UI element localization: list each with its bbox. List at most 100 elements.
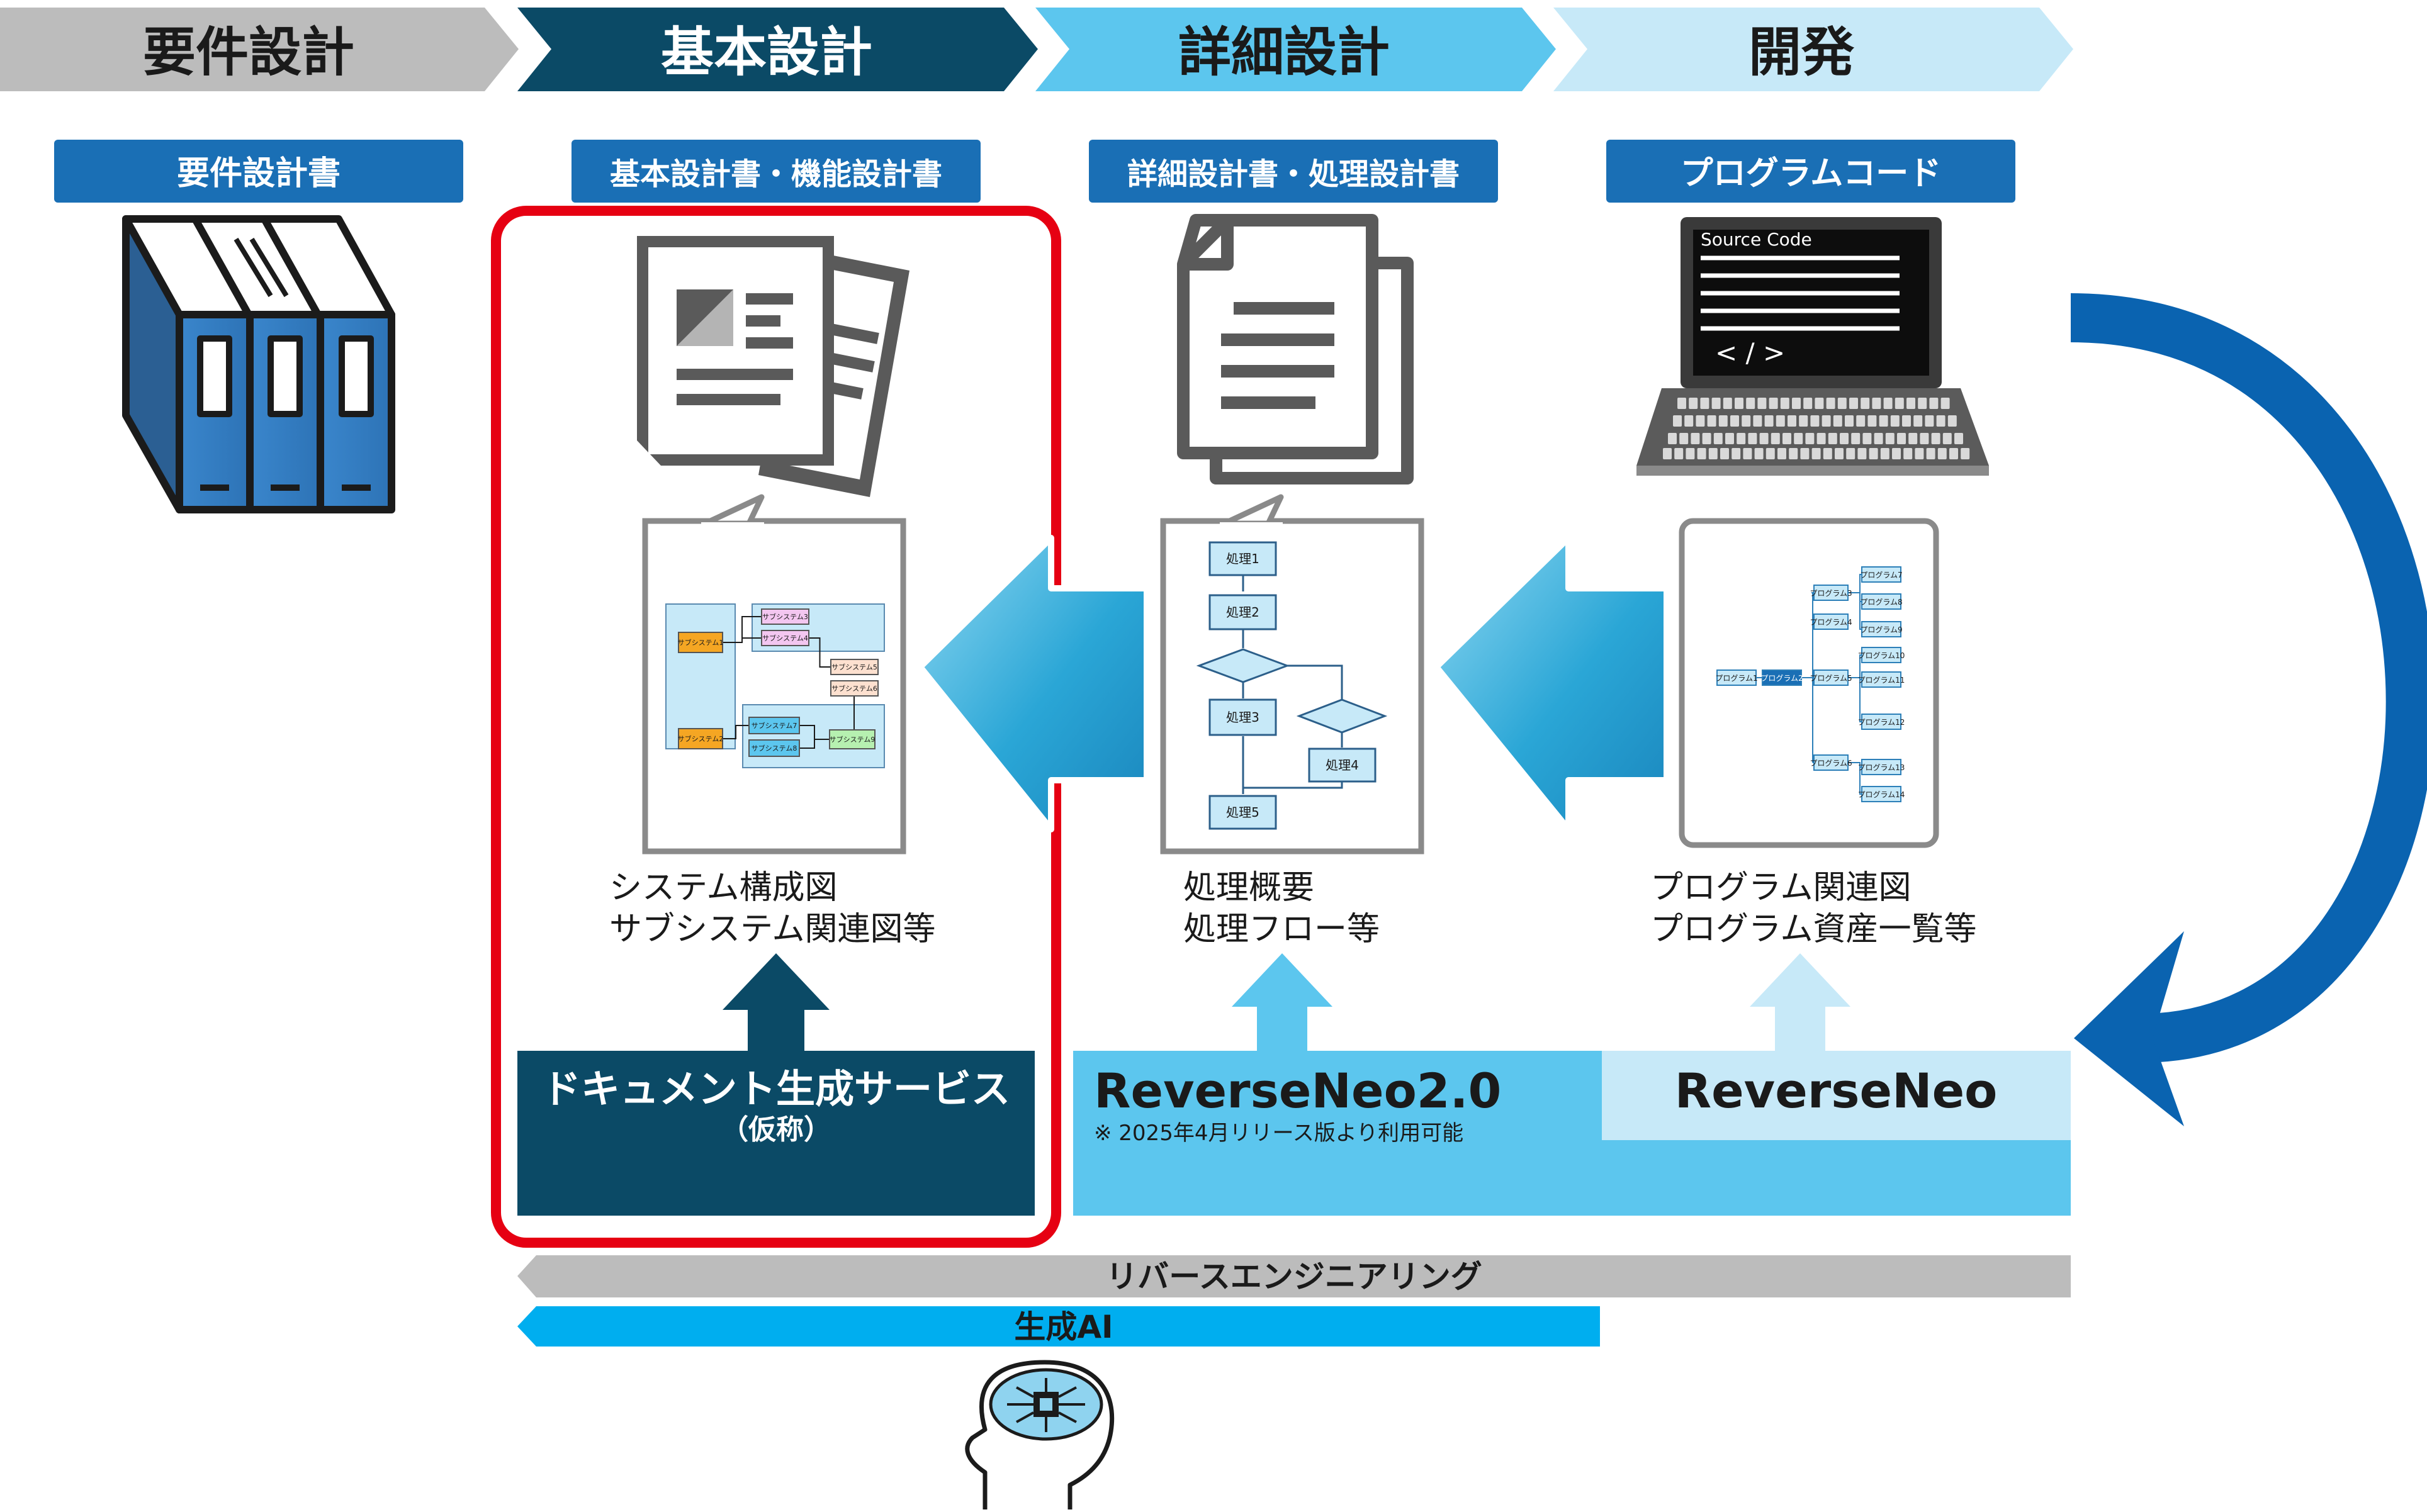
subsystem-node [678, 632, 723, 653]
tree-edge [1848, 762, 1862, 768]
key [1684, 415, 1694, 427]
key [1849, 398, 1858, 409]
program-node [1861, 566, 1901, 583]
connector [809, 637, 831, 668]
key [1920, 433, 1929, 444]
subsystem-node [761, 630, 809, 646]
key [1674, 448, 1684, 459]
source-code-title: Source Code [1701, 229, 1812, 250]
key [1902, 415, 1911, 427]
program-node-label: プログラム2 [1760, 674, 1803, 683]
reverse-engineering-label: リバースエンジニアリング [1106, 1258, 1482, 1295]
key [1782, 433, 1791, 444]
key [1861, 398, 1870, 409]
program-node-label: プログラム3 [1810, 589, 1852, 598]
key [1663, 448, 1672, 459]
key [1856, 415, 1866, 427]
program-node-label: プログラム8 [1860, 598, 1902, 607]
program-node-label: プログラム10 [1858, 651, 1905, 660]
key [1743, 448, 1752, 459]
flow-step-label: 処理5 [1226, 805, 1259, 820]
flow-step [1308, 748, 1377, 783]
caption-dev-line2: プログラム資産一覧等 [1650, 910, 1976, 948]
caption-basic-line2: サブシステム関連図等 [609, 910, 935, 948]
key [1725, 433, 1734, 444]
key [1872, 398, 1881, 409]
doc-label-box [572, 140, 981, 203]
phase-detail-design [1035, 8, 1556, 91]
key [1925, 415, 1934, 427]
phase-basic-design [517, 8, 1038, 91]
flow-edge [1287, 664, 1343, 700]
connector [799, 739, 830, 749]
up-arrow [723, 953, 830, 1051]
subsystem-node [830, 659, 879, 675]
subsystem-node [830, 680, 879, 697]
laptop-icon: Source Code < / > [1636, 217, 1989, 476]
reverseneo-title: ReverseNeo [1675, 1063, 1998, 1119]
caption-basic-line1: システム構成図 [609, 869, 837, 907]
flow-decision [1196, 648, 1290, 683]
key [1867, 415, 1877, 427]
key [1673, 415, 1682, 427]
program-node-label: プログラム5 [1810, 674, 1852, 683]
program-node-label: プログラム13 [1858, 763, 1905, 772]
key [1732, 448, 1741, 459]
subsystem-node-label: サブシステム7 [752, 721, 797, 730]
key [1961, 448, 1970, 459]
key [1851, 433, 1861, 444]
phase-development [1553, 8, 2073, 91]
key [1765, 448, 1775, 459]
key [1677, 398, 1686, 409]
phase-label: 基本設計 [661, 21, 872, 83]
conversion-arrow [917, 535, 1150, 832]
doc-label-box [1606, 140, 2015, 203]
subsystem-node-label: サブシステム2 [678, 734, 724, 743]
subsystem-node-label: サブシステム3 [762, 612, 808, 621]
key [1803, 398, 1813, 409]
key [1811, 448, 1821, 459]
subsystem-node [748, 717, 800, 734]
key [1792, 398, 1801, 409]
subsystem-node [829, 729, 876, 749]
key [1737, 433, 1746, 444]
program-node [1861, 671, 1901, 688]
subsystem-node [678, 728, 723, 749]
key [1764, 415, 1774, 427]
key [1913, 415, 1923, 427]
key [1947, 415, 1957, 427]
flow-step [1208, 698, 1277, 736]
key [1799, 415, 1808, 427]
key [1753, 415, 1762, 427]
doc-label: 詳細設計書・処理設計書 [1127, 157, 1460, 192]
program-node-label: プログラム9 [1860, 625, 1902, 634]
ai-brain-head-icon [965, 1360, 1115, 1509]
generative-ai-label: 生成AI [1014, 1309, 1113, 1345]
program-node [1813, 754, 1849, 771]
flow-decision [1296, 698, 1388, 734]
key [1823, 448, 1832, 459]
key [1711, 398, 1721, 409]
key [1723, 398, 1732, 409]
doc-label: 基本設計書・機能設計書 [610, 157, 942, 192]
key [1862, 433, 1872, 444]
key [1748, 433, 1757, 444]
up-arrow [1750, 953, 1850, 1051]
key [1718, 415, 1728, 427]
key [1908, 433, 1918, 444]
flow-step [1208, 795, 1277, 830]
program-node-label: プログラム6 [1810, 759, 1852, 768]
key [1757, 398, 1767, 409]
subsystem-node-label: サブシステム5 [831, 663, 877, 671]
key [1929, 398, 1939, 409]
doc-label-box [54, 140, 463, 203]
doc-label: 要件設計書 [177, 155, 341, 193]
flow-step [1208, 541, 1277, 576]
conversion-arrow [1433, 535, 1670, 832]
key [1835, 448, 1844, 459]
phase-label: 要件設計 [143, 21, 354, 83]
